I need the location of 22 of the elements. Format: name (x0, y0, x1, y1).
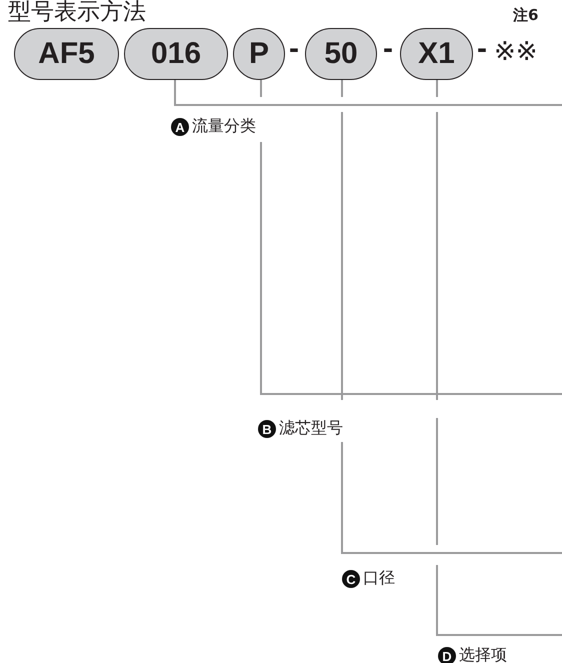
code-segment-pill: X1 (400, 28, 473, 80)
code-segment-pill: AF5 (14, 28, 119, 80)
code-segment-pill: 016 (124, 28, 228, 80)
category-label: 流量分类 (192, 116, 256, 137)
callout-letter: A (171, 118, 189, 136)
leader-line (174, 80, 562, 106)
separator-dash: - (477, 32, 487, 66)
callout-letter: C (342, 570, 360, 588)
callout-letter: D (438, 647, 456, 663)
category-label: 口径 (363, 568, 395, 589)
reference-mark: ※※ (494, 37, 538, 67)
code-segment-pill: 50 (305, 28, 377, 80)
callout-letter: B (258, 420, 276, 438)
leader-line (260, 79, 562, 395)
leader-line (436, 79, 562, 636)
leader-line (341, 79, 562, 554)
note-label: 注6 (513, 6, 538, 25)
separator-dash: - (289, 32, 299, 66)
category-label: 选择项 (459, 645, 507, 663)
category-label: 滤芯型号 (279, 418, 343, 439)
code-segment-pill: P (233, 28, 285, 80)
separator-dash: - (383, 32, 393, 66)
